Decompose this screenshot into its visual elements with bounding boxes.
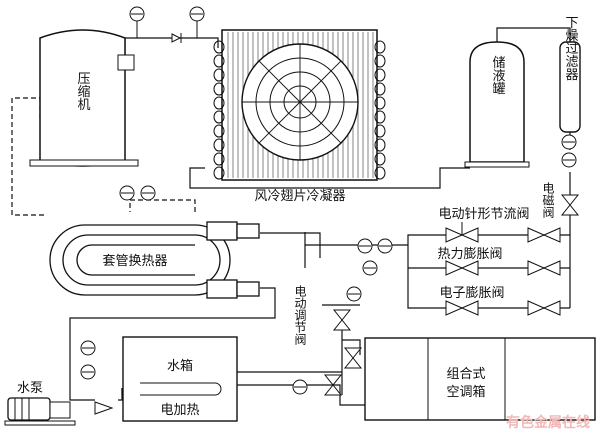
coil-turn [374, 96, 386, 110]
coil-turn [213, 40, 225, 54]
gauge-bank-1 [357, 238, 373, 254]
ahu-label-line-2: 空调箱 [446, 384, 485, 400]
coil-turn [213, 68, 225, 82]
electric-regulating-valve: 电动调节阀 [293, 285, 363, 396]
coil-turn [374, 68, 386, 82]
gauge-water-2 [80, 364, 96, 380]
gauge-filter-1 [561, 134, 577, 150]
electric-heater-label: 电加热 [160, 403, 199, 418]
solenoid-valve-label: 电磁阀 [541, 182, 555, 219]
coil-turn [213, 124, 225, 138]
ahu-label-line-1: 组合式 [446, 367, 485, 382]
valve-thermal-right [527, 260, 561, 276]
coil-turn [374, 40, 386, 54]
fan-spoke [299, 60, 342, 103]
condenser-coil-left [213, 40, 225, 180]
coil-turn [213, 138, 225, 152]
compressor-label-vertical: 压缩机 [75, 72, 91, 112]
receiver: 储液罐 [464, 41, 530, 168]
gauge-exchanger-1 [119, 185, 135, 201]
water-tank-label: 水箱 [167, 358, 193, 374]
gauge-bank-3 [362, 260, 378, 276]
gauge-water-1 [80, 340, 96, 356]
valve-electronic-right [527, 300, 561, 316]
coil-turn [374, 54, 386, 68]
coil-turn [374, 138, 386, 152]
tube-heat-exchanger-label: 套管换热器 [102, 253, 167, 269]
coil-turn [213, 82, 225, 96]
valve-thermal-left [445, 260, 479, 276]
filter-drier: 下燥过滤器 [559, 16, 581, 133]
valve-electronic-left [445, 300, 479, 316]
air-handling-unit: 组合式 空调箱 [364, 337, 596, 421]
fan-spoke [258, 101, 301, 144]
valve-needle-left [445, 222, 479, 243]
water-pump-label: 水泵 [17, 381, 43, 396]
receiver-label: 储液罐 [490, 56, 506, 95]
condenser: 风冷翅片冷凝器 [213, 29, 386, 204]
gauge-top-1 [129, 6, 145, 38]
coil-turn [374, 124, 386, 138]
fan-spoke [258, 60, 301, 103]
needle-valve-label: 电动针形节流阀 [438, 207, 529, 222]
check-valve-icon [171, 33, 182, 43]
solenoid-valve-icon: 电磁阀 [541, 182, 580, 219]
fan-spokes [242, 44, 358, 160]
valve-needle-right [527, 227, 561, 243]
coil-turn [374, 152, 386, 166]
coil-turn [213, 54, 225, 68]
watermark: 有色金属在线 [506, 414, 590, 431]
electric-regulating-valve-label: 电动调节阀 [293, 285, 307, 346]
gauge-tank [292, 379, 308, 395]
tube-heat-exchanger: 套管换热器 [49, 221, 260, 299]
gauge-filter-2 [561, 152, 577, 168]
gauge-top-2 [189, 6, 205, 38]
coil-turn [213, 166, 225, 180]
gauge-exchanger-2 [140, 185, 156, 201]
condenser-coil-right [374, 40, 386, 180]
water-tank: 水箱 电加热 [122, 336, 238, 422]
water-pump: 水泵 [4, 381, 114, 426]
coil-turn [213, 96, 225, 110]
gauge-bank-2 [377, 238, 393, 254]
thermal-valve-label: 热力膨胀阀 [437, 247, 502, 262]
coil-turn [213, 152, 225, 166]
coil-turn [374, 82, 386, 96]
coil-turn [213, 110, 225, 124]
valve-bank: 电动针形节流阀 热力膨胀阀 电子膨胀阀 [357, 207, 561, 316]
fan-spoke [299, 101, 342, 144]
filter-drier-label: 下燥过滤器 [563, 16, 579, 82]
coil-turn [374, 110, 386, 124]
condenser-label: 风冷翅片冷凝器 [254, 188, 345, 204]
coil-turn [374, 166, 386, 180]
compressor: 压缩机 [29, 29, 139, 167]
electronic-valve-label: 电子膨胀阀 [439, 286, 504, 301]
